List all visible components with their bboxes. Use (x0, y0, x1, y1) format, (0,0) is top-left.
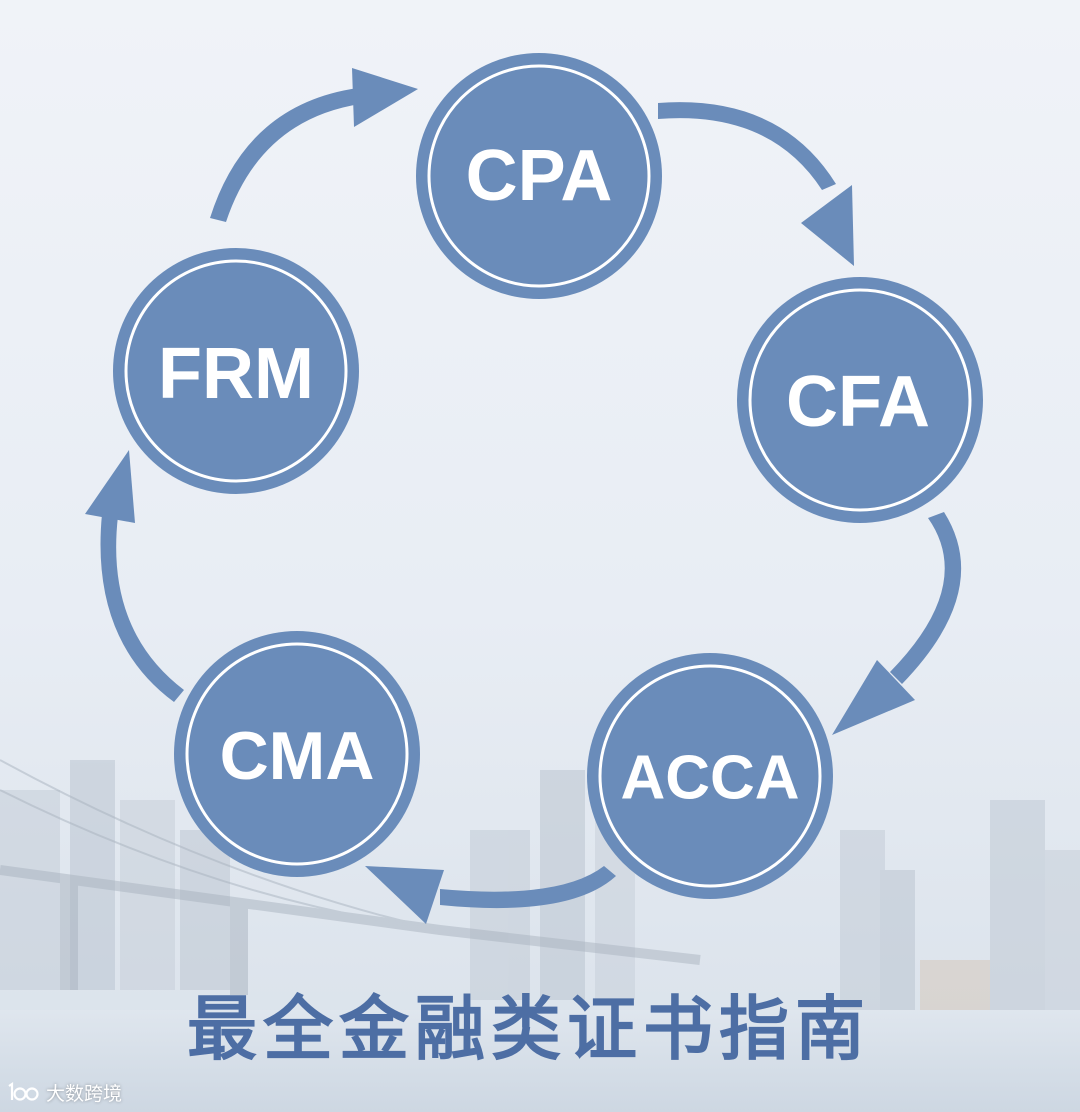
caption-title: 最全金融类证书指南 (187, 988, 871, 1070)
watermark: 大数跨境 (6, 1078, 122, 1106)
node-label-acca: ACCA (620, 744, 799, 813)
bridge (0, 759, 701, 995)
watermark-text: 大数跨境 (46, 1082, 123, 1105)
node-label-frm: FRM (158, 334, 314, 414)
node-label-cpa: CPA (466, 136, 613, 216)
arrow-cma-to-frm (85, 450, 184, 702)
node-cpa: CPA (416, 53, 662, 299)
node-label-cfa: CFA (786, 362, 930, 442)
node-frm: FRM (113, 248, 359, 494)
cycle-arrows (85, 68, 962, 924)
arrow-frm-to-cpa (210, 68, 418, 222)
node-cfa: CFA (737, 277, 983, 523)
node-cma: CMA (174, 631, 420, 877)
node-acca: ACCA (587, 653, 833, 899)
arrow-cfa-to-acca (832, 512, 962, 735)
arrow-cpa-to-cfa (658, 102, 854, 266)
node-label-cma: CMA (220, 718, 375, 794)
arrow-acca-to-cma (365, 866, 616, 924)
watermark-logo-icon (8, 1081, 39, 1101)
water (0, 1010, 1080, 1112)
